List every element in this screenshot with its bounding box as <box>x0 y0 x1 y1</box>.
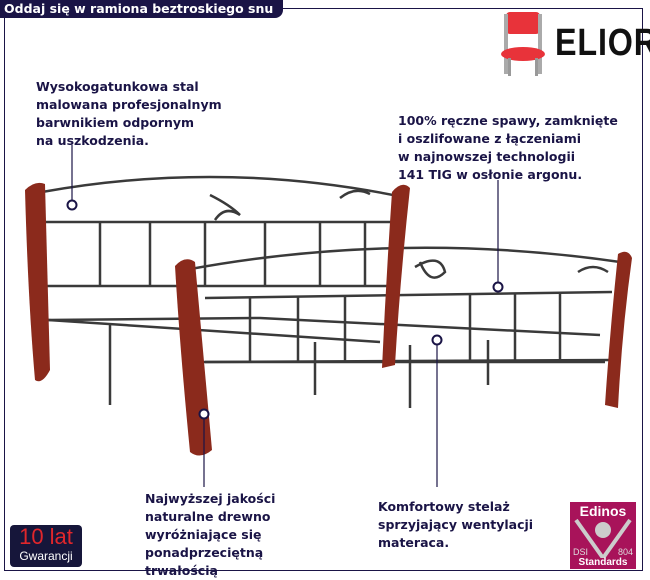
warranty-years: 10 lat <box>19 524 73 549</box>
chair-icon <box>501 12 545 76</box>
brand-logo-text: ELIOR <box>555 22 650 64</box>
callout-line: 141 TIG w osłonie argonu. <box>398 167 583 182</box>
callout-wood: Najwyższej jakości naturalne drewno wyró… <box>145 490 275 580</box>
callout-line: materaca. <box>378 535 450 550</box>
callout-line: na uszkodzenia. <box>36 133 149 148</box>
certificate-standards: Standards <box>578 557 628 568</box>
callout-frame: Komfortowy stelaż sprzyjający wentylacji… <box>378 498 533 552</box>
callout-line: Najwyższej jakości <box>145 491 276 506</box>
certificate-right: 804 <box>617 547 633 557</box>
callout-line: malowana profesjonalnym <box>36 97 222 112</box>
callout-line: barwnikiem odpornym <box>36 115 195 130</box>
callout-welds: 100% ręczne spawy, zamknięte i oszlifowa… <box>398 112 618 184</box>
callout-line: sprzyjający wentylacji <box>378 517 534 532</box>
callout-line: ponadprzeciętną <box>145 545 264 560</box>
callout-line: 100% ręczne spawy, zamknięte <box>398 113 618 128</box>
certificate-emblem-icon <box>574 518 632 558</box>
callout-line: wyróżniające się <box>145 527 262 542</box>
content-frame <box>4 8 643 571</box>
warranty-label: Gwarancji <box>19 549 73 563</box>
warranty-badge: 10 lat Gwarancji <box>10 525 82 567</box>
certificate-badge: Edinos DSI 804 Standards <box>570 502 636 569</box>
callout-line: Wysokogatunkowa stal <box>36 79 199 94</box>
callout-line: w najnowszej technologii <box>398 149 576 164</box>
page-title: Oddaj się w ramiona beztroskiego snu <box>0 0 284 18</box>
certificate-left: DSI <box>573 547 589 557</box>
callout-line: trwałością <box>145 563 218 578</box>
callout-line: i oszlifowane z łączeniami <box>398 131 582 146</box>
callout-line: naturalne drewno <box>145 509 271 524</box>
callout-steel: Wysokogatunkowa stal malowana profesjona… <box>36 78 222 150</box>
certificate-name: Edinos <box>579 503 627 519</box>
callout-line: Komfortowy stelaż <box>378 499 510 514</box>
